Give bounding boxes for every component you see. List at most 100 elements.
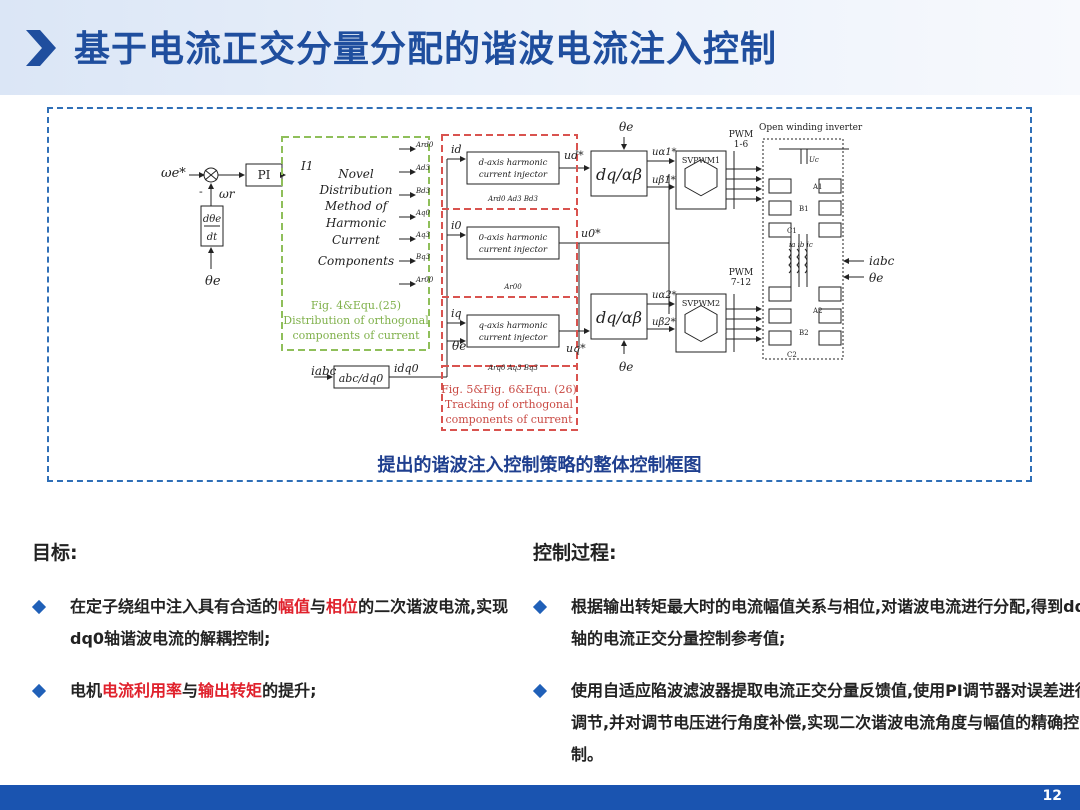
svpwm1-block: SVPWM1 [682, 156, 720, 165]
label-theta-top: θe [619, 120, 633, 134]
novel-output: Aq3 [415, 231, 431, 239]
goals-item: 在定子绕组中注入具有合适的幅值与相位的二次谐波电流,实现dq0轴谐波电流的解耦控… [31, 591, 535, 655]
goals-list: 在定子绕组中注入具有合适的幅值与相位的二次谐波电流,实现dq0轴谐波电流的解耦控… [31, 591, 552, 707]
dq-ab-block-2: dq/αβ [596, 308, 642, 327]
label-theta-left: θe [205, 274, 221, 289]
header-bar: 基于电流正交分量分配的谐波电流注入控制 [0, 0, 1080, 95]
item-text: 根据输出转矩最大时的电流幅值关系与相位,对谐波电流进行分配,得到dq轴的电流正交… [571, 597, 1080, 648]
label-iabc-left: iabc [311, 364, 337, 378]
page-title: 基于电流正交分量分配的谐波电流注入控制 [74, 29, 778, 70]
novel-line: Method of [324, 199, 390, 213]
item-text: 与 [182, 681, 199, 700]
process-title: 控制过程: [533, 542, 617, 564]
novel-line: Novel [337, 167, 374, 181]
diamond-bullet-icon [31, 599, 47, 615]
fig4-caption: components of current [292, 329, 420, 342]
pwm1-label: PWM [729, 130, 754, 140]
label-uq: uq* [566, 342, 586, 355]
highlight-text: 幅值 [278, 597, 311, 616]
pwm2-label: PWM [729, 268, 754, 278]
q-injector-text: q-axis harmonic [479, 321, 548, 331]
novel-line: Harmonic [325, 216, 387, 230]
highlight-text: 电流利用率 [102, 681, 183, 700]
svpwm2-block: SVPWM2 [682, 299, 720, 308]
label-c1: C1 [787, 227, 797, 235]
label-u0: u0* [581, 227, 601, 240]
label-ua1: uα1* [652, 147, 677, 158]
label-i0: i0 [451, 219, 462, 232]
label-omega-r: ωr [219, 187, 236, 201]
process-list: 根据输出转矩最大时的电流幅值关系与相位,对谐波电流进行分配,得到dq轴的电流正交… [532, 591, 1080, 771]
deriv-den: dt [207, 232, 218, 243]
novel-line: Components [318, 254, 394, 268]
label-ua2: uα2* [652, 290, 677, 301]
label-minus: - [199, 185, 203, 198]
label-iabc-right: iabc [869, 254, 895, 268]
deriv-num: dθe [203, 214, 221, 225]
dq-ab-block-1: dq/αβ [596, 165, 642, 184]
pwm1-range: 1-6 [734, 140, 749, 150]
d-injector-text: d-axis harmonic [479, 158, 548, 168]
fig5-caption: Tracking of orthogonal [445, 398, 574, 411]
label-theta-bot: θe [619, 360, 633, 374]
item-text: 电机 [70, 681, 103, 700]
label-iq: iq [451, 307, 462, 320]
pi-block: PI [258, 168, 271, 182]
label-ub1: uβ1* [652, 175, 676, 186]
diamond-bullet-icon [31, 683, 47, 699]
item-text: 的二次谐波电流,实现dq0轴谐波电流的解耦控制; [70, 597, 509, 648]
goals-item: 电机电流利用率与输出转矩的提升; [31, 675, 535, 707]
label-c2: C2 [787, 351, 797, 359]
label-b1: B1 [799, 205, 809, 213]
diamond-bullet-icon [532, 683, 548, 699]
fig5-caption: Fig. 5&Fig. 6&Equ. (26) [441, 383, 577, 396]
page-number: 12 [1042, 788, 1062, 804]
novel-output: Bq3 [415, 253, 431, 261]
label-theta-right: θe [869, 271, 883, 285]
process-item: 根据输出转矩最大时的电流幅值关系与相位,对谐波电流进行分配,得到dq轴的电流正交… [532, 591, 1080, 655]
process-item: 使用自适应陷波滤波器提取电流正交分量反馈值,使用PI调节器对误差进行调节,并对调… [532, 675, 1080, 771]
label-a1: A1 [812, 183, 823, 191]
highlight-text: 输出转矩 [198, 681, 263, 700]
fig5-caption: components of current [445, 413, 573, 426]
zero-injector-text: current injector [479, 245, 548, 255]
d-injector-text: current injector [479, 170, 548, 180]
item-text: 在定子绕组中注入具有合适的 [70, 597, 279, 616]
item-text: 使用自适应陷波滤波器提取电流正交分量反馈值,使用PI调节器对误差进行调节,并对调… [571, 681, 1080, 764]
pwm2-range: 7-12 [731, 278, 751, 288]
zero-injector-text: 0-axis harmonic [479, 233, 548, 243]
q-injector-text: current injector [479, 333, 548, 343]
inverter-title: Open winding inverter [759, 123, 863, 133]
label-omega-e-star: ωe* [161, 166, 186, 181]
label-ub2: uβ2* [652, 317, 676, 328]
abc-dq0-block: abc/dq0 [339, 372, 384, 385]
zero-params: Ar00 [503, 283, 522, 291]
item-text: 的提升; [262, 681, 317, 700]
chevron-right-icon [26, 30, 56, 66]
goals-title: 目标: [32, 542, 78, 564]
novel-line: Distribution [318, 183, 392, 197]
label-idq0: idq0 [394, 362, 419, 375]
q-params: Arq0 Aq3 Bq3 [487, 364, 538, 372]
highlight-text: 相位 [326, 597, 359, 616]
novel-output: Bd3 [415, 187, 431, 195]
novel-line: Current [332, 233, 380, 247]
novel-output: Ar00 [415, 276, 434, 284]
fig4-caption: Distribution of orthogonal [283, 314, 429, 327]
diagram-panel: ωe* - ωr PI I1 dθe dt θe Novel Distribut… [47, 107, 1032, 482]
novel-output: Aq0 [415, 209, 431, 217]
label-winding: ia ib ic [789, 241, 813, 249]
control-block-diagram: ωe* - ωr PI I1 dθe dt θe Novel Distribut… [161, 120, 895, 431]
item-text: 与 [310, 597, 327, 616]
fig4-caption: Fig. 4&Equ.(25) [311, 299, 401, 312]
label-b2: B2 [799, 329, 809, 337]
label-theta-mid: θe [452, 339, 466, 353]
diagram-caption: 提出的谐波注入控制策略的整体控制框图 [377, 455, 702, 476]
diamond-bullet-icon [532, 599, 548, 615]
novel-output: Ad3 [415, 164, 431, 172]
goals-column: 目标: 在定子绕组中注入具有合适的幅值与相位的二次谐波电流,实现dq0轴谐波电流… [31, 538, 552, 727]
d-params: Ard0 Ad3 Bd3 [487, 195, 538, 203]
label-i1: I1 [300, 159, 313, 173]
label-id: id [451, 143, 462, 156]
footer-bar: 12 [0, 785, 1080, 810]
